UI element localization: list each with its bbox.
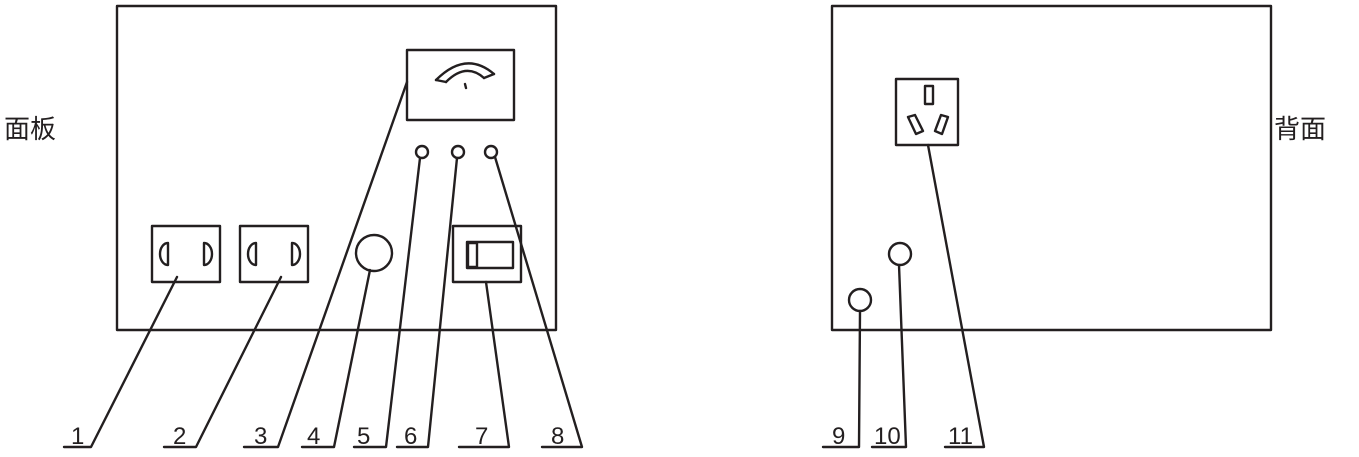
callout-5: 5 bbox=[357, 423, 370, 450]
outlet-2-icon bbox=[238, 224, 310, 284]
three-pin-socket-icon bbox=[894, 77, 960, 147]
back-panel-title: 背面 bbox=[1274, 115, 1326, 145]
callout-3: 3 bbox=[254, 423, 267, 450]
callout-4: 4 bbox=[307, 423, 320, 450]
outlet-1-icon bbox=[150, 224, 222, 284]
callout-7: 7 bbox=[475, 423, 488, 450]
callout-6: 6 bbox=[404, 423, 417, 450]
callout-11: 11 bbox=[948, 423, 973, 450]
back-panel-outline bbox=[830, 4, 1273, 332]
indicator-light-6 bbox=[450, 144, 466, 160]
port-9-icon bbox=[847, 287, 873, 313]
callout-8: 8 bbox=[551, 423, 564, 450]
indicator-light-5 bbox=[414, 144, 430, 160]
front-panel-outline bbox=[115, 4, 558, 332]
front-leader-lines bbox=[62, 80, 584, 449]
callout-2: 2 bbox=[173, 423, 186, 450]
indicator-light-8 bbox=[483, 144, 499, 160]
knob-icon bbox=[354, 233, 394, 273]
callout-9: 9 bbox=[832, 423, 845, 450]
back-leader-lines bbox=[821, 143, 986, 449]
callout-1: 1 bbox=[71, 423, 84, 450]
front-panel-title: 面板 bbox=[4, 115, 56, 145]
callout-10: 10 bbox=[874, 423, 901, 450]
power-switch-icon bbox=[451, 224, 523, 284]
port-10-icon bbox=[887, 241, 913, 267]
meter-icon bbox=[405, 48, 516, 122]
